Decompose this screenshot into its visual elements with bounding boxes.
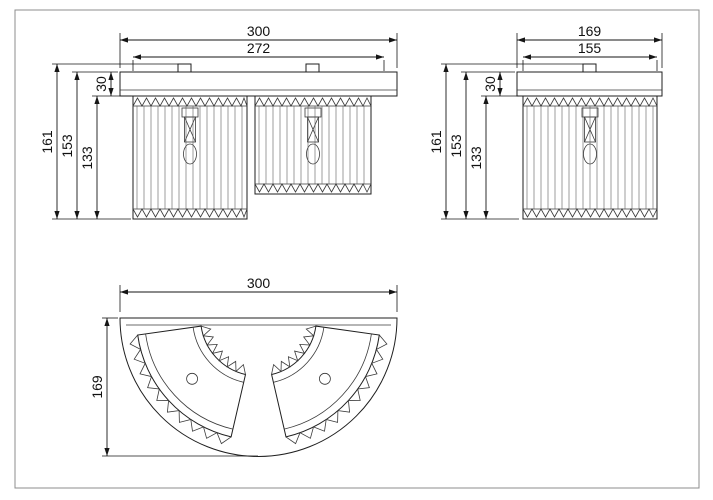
front-body-height-label: 153 [59, 134, 75, 158]
dimension-arrow [120, 37, 128, 43]
drawing-border [14, 9, 700, 489]
fan-left-outer-frame-arc [145, 333, 233, 430]
front-overall-width-label: 300 [247, 23, 271, 39]
side-view: 169 155 161 153 133 30 [428, 23, 663, 220]
front-overall-height-label: 161 [39, 130, 55, 154]
side-overall-depth-label: 169 [578, 23, 602, 39]
fan-left-inner-frame-arc [192, 327, 244, 383]
plan-overall-depth-label: 169 [89, 375, 105, 399]
dimension-lines [54, 37, 662, 456]
front-view: 300 272 161 153 133 30 [39, 23, 398, 220]
prism-zigzag [200, 325, 246, 375]
side-canopy-height-label: 30 [482, 76, 498, 92]
side-overall-height-label: 161 [428, 130, 444, 154]
dimension-arrow [497, 72, 503, 80]
dimension-arrow [54, 211, 60, 219]
prism-zigzag [522, 97, 658, 107]
prism-zigzag [285, 334, 388, 445]
dimension-arrow [443, 211, 449, 219]
dimension-arrow [54, 64, 60, 72]
side-shade-depth-label: 155 [578, 40, 602, 56]
front-view-dimensions: 300 272 161 153 133 30 [39, 23, 270, 170]
dimension-arrow [497, 88, 503, 96]
side-view-geometry [516, 63, 663, 220]
side-shade-height-label: 133 [468, 146, 484, 170]
side-body-height-label: 153 [448, 134, 464, 158]
plan-view: 300 169 [89, 275, 398, 457]
dimension-arrow [389, 289, 397, 295]
prism-zigzag [254, 183, 372, 193]
mounting-tab-right [305, 63, 320, 73]
prism-zigzag [129, 334, 232, 445]
plan-view-geometry [119, 317, 398, 457]
drawing-rect [254, 95, 372, 195]
canopy-side [516, 71, 663, 97]
extension-lines [52, 33, 663, 457]
dimension-arrow [94, 211, 100, 219]
drawing-line [307, 116, 319, 143]
prism-zigzag [271, 325, 317, 375]
dimension-arrow [108, 88, 114, 96]
dimension-arrow [133, 54, 141, 60]
plan-overall-width-label: 300 [247, 275, 271, 291]
dimension-arrow [463, 211, 469, 219]
dimension-arrow [483, 96, 489, 104]
dimension-arrow [649, 54, 657, 60]
dimension-arrow [74, 72, 80, 80]
dimension-arrow [108, 72, 114, 80]
dimension-arrow [376, 54, 384, 60]
drawing-rect [132, 95, 248, 220]
front-view-geometry [119, 63, 398, 220]
dimension-arrow [654, 37, 662, 43]
crystal-prism-teeth [129, 325, 388, 445]
crystal-shade-side [522, 95, 658, 220]
dimension-arrow [120, 289, 128, 295]
dimension-arrow [389, 37, 397, 43]
drawing-rect [307, 116, 319, 143]
crystal-shades-front [132, 95, 372, 220]
dimension-arrow [94, 96, 100, 104]
front-canopy-height-label: 30 [93, 76, 109, 92]
canopy-front [119, 71, 398, 97]
prism-zigzag [522, 208, 658, 218]
side-view-dimensions: 169 155 161 153 133 30 [428, 23, 601, 170]
prism-zigzag [254, 97, 372, 107]
dimension-arrow [463, 72, 469, 80]
dimension-arrow [517, 37, 525, 43]
fan-right-outer-frame-arc [284, 333, 372, 430]
fan-right-screw-hole [318, 372, 331, 385]
bulb-outline [306, 143, 320, 165]
mounting-tab-side [582, 63, 597, 73]
dimension-arrow [74, 211, 80, 219]
front-shade-height-label: 133 [79, 146, 95, 170]
dimension-arrow [483, 211, 489, 219]
dimension-arrow [104, 448, 110, 456]
prism-zigzag [132, 96, 248, 107]
drawing-line [184, 116, 196, 143]
dimension-arrow [523, 54, 531, 60]
prism-zigzag [132, 208, 248, 219]
dimension-arrow [443, 64, 449, 72]
front-mount-width-label: 272 [247, 40, 271, 56]
drawing-rect [184, 116, 196, 143]
bulb-outline [183, 143, 197, 165]
fan-left-screw-hole [186, 372, 199, 385]
fan-right-inner-frame-arc [273, 327, 325, 383]
plan-view-dimensions: 300 169 [89, 275, 270, 399]
mounting-tab-left [177, 63, 192, 73]
dimension-arrow [104, 318, 110, 326]
crystal-fan-right [271, 325, 380, 438]
